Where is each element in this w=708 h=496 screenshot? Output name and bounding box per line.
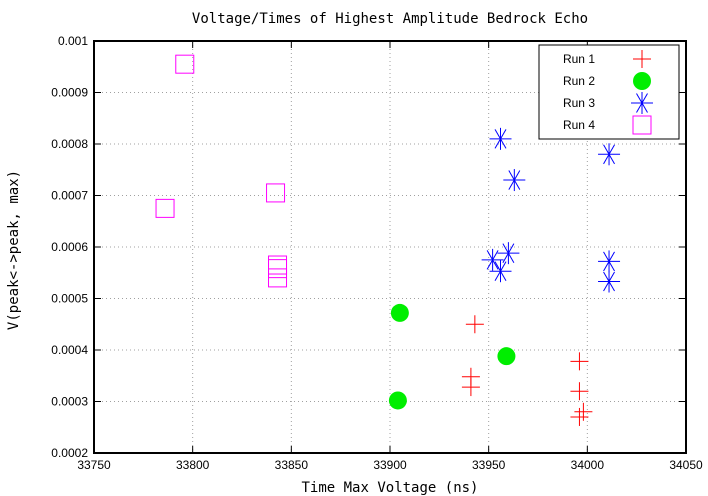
x-tick-label: 33900 (373, 458, 407, 472)
circle-marker (633, 72, 651, 90)
x-tick-label: 33750 (77, 458, 111, 472)
data-point (497, 242, 520, 265)
series-2 (388, 303, 516, 410)
data-point (598, 143, 621, 166)
data-point (489, 127, 512, 150)
y-tick-label: 0.0008 (51, 137, 88, 151)
data-point (570, 382, 589, 401)
data-point (489, 260, 512, 283)
y-tick-label: 0.0003 (51, 395, 88, 409)
data-point (175, 54, 195, 74)
y-tick-label: 0.0009 (51, 86, 88, 100)
data-point (497, 347, 516, 366)
legend: Run 1 Run 2 Run 3 Run 4 (538, 44, 680, 140)
data-point (574, 402, 593, 421)
data-point (570, 352, 589, 371)
legend-marker (633, 50, 651, 68)
x-tick-label: 34000 (571, 458, 605, 472)
y-tick-label: 0.0002 (51, 446, 88, 460)
y-tick-label: 0.0007 (51, 189, 88, 203)
data-point (598, 250, 621, 273)
data-point (465, 315, 484, 334)
legend-box (538, 44, 680, 140)
data-point (461, 378, 480, 397)
plot-frame (93, 40, 687, 454)
data-point (481, 248, 504, 271)
circle-marker (388, 391, 407, 410)
y-tick-label: 0.0004 (51, 343, 88, 357)
y-tick-label: 0.001 (58, 34, 88, 48)
data-point (598, 270, 621, 293)
data-point (390, 303, 409, 322)
axis-ticks: 33750 33800 33850 33900 33950 34000 34050 0.000… (51, 34, 703, 472)
circle-marker (497, 347, 516, 366)
square-marker (155, 198, 175, 218)
plot-area (155, 54, 621, 426)
square-marker (266, 183, 286, 203)
x-tick-label: 33950 (472, 458, 506, 472)
series-1 (461, 315, 593, 426)
data-point (266, 183, 286, 203)
legend-label: Run 3 (563, 96, 595, 110)
square-marker (268, 268, 288, 288)
series-4 (155, 54, 288, 288)
y-tick-label: 0.0005 (51, 292, 88, 306)
y-tick-label: 0.0006 (51, 240, 88, 254)
square-marker (268, 255, 288, 275)
chart-title: Voltage/Times of Highest Amplitude Bedro… (192, 11, 588, 27)
data-point (503, 169, 526, 192)
data-point (155, 198, 175, 218)
data-point (570, 407, 589, 426)
legend-marker (632, 115, 652, 135)
legend-label: Run 4 (563, 118, 595, 132)
legend-label: Run 2 (563, 74, 595, 88)
x-axis-label: Time Max Voltage (ns) (301, 480, 478, 496)
data-point (268, 255, 288, 275)
square-marker (175, 54, 195, 74)
y-axis-label: V(peak<->peak, max) (6, 170, 22, 330)
legend-marker (633, 72, 651, 90)
legend-marker (631, 92, 653, 114)
x-tick-label: 34050 (669, 458, 703, 472)
data-point (388, 391, 407, 410)
square-marker (632, 115, 652, 135)
legend-label: Run 1 (563, 52, 595, 66)
data-point (268, 268, 288, 288)
circle-marker (390, 303, 409, 322)
series-3 (481, 127, 621, 293)
x-tick-label: 33850 (275, 458, 309, 472)
x-tick-label: 33800 (176, 458, 210, 472)
